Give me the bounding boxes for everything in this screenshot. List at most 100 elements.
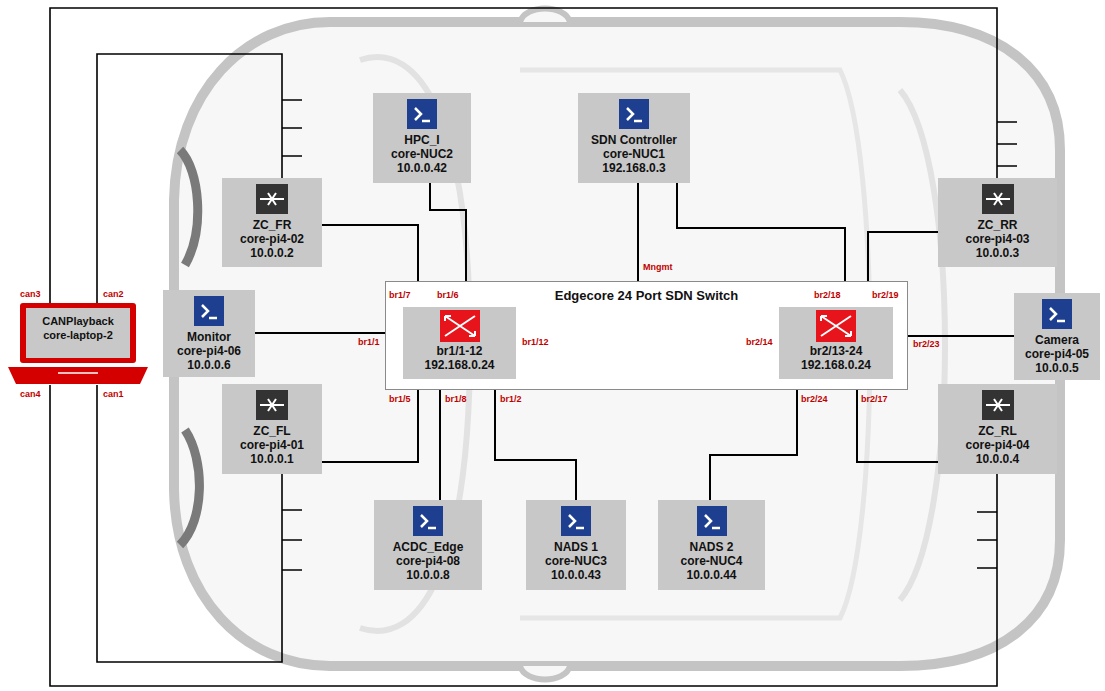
port-label: br1/8 bbox=[445, 394, 467, 405]
switch-icon bbox=[816, 310, 856, 342]
text-block: CANPlaybackcore-laptop-2 bbox=[26, 314, 130, 342]
node-name: HPC_I bbox=[404, 133, 439, 147]
node-name: CANPlayback bbox=[42, 314, 114, 328]
node-detail: core-pi4-04 bbox=[965, 438, 1029, 452]
text-block: ACDC_Edgecore-pi4-0810.0.0.8 bbox=[393, 500, 464, 582]
port-label: br2/24 bbox=[801, 394, 828, 405]
zone-controller: ZC_RRcore-pi4-0310.0.0.3 bbox=[938, 178, 1057, 267]
zone-controller: ZC_FRcore-pi4-0210.0.0.2 bbox=[222, 178, 322, 267]
node-detail: 10.0.0.44 bbox=[686, 568, 736, 582]
ethernet-link bbox=[322, 379, 418, 462]
can-port-label: can2 bbox=[103, 289, 124, 300]
node-detail: core-NUC2 bbox=[391, 147, 453, 161]
node-name: NADS 1 bbox=[554, 540, 598, 554]
zone-controller: ZC_RLcore-pi4-0410.0.0.4 bbox=[938, 384, 1057, 474]
controller-node: SDN Controllercore-NUC1192.168.0.3 bbox=[578, 93, 690, 183]
node-detail: core-pi4-01 bbox=[240, 438, 304, 452]
port-label: br1/7 bbox=[389, 290, 411, 301]
compute-node: NADS 1core-NUC310.0.0.43 bbox=[526, 500, 626, 590]
can-wire bbox=[50, 8, 997, 303]
text-block: br2/13-24192.168.0.24 bbox=[801, 307, 871, 372]
zone-switch-icon bbox=[256, 184, 288, 214]
terminal-icon bbox=[619, 99, 649, 129]
text-block: Cameracore-pi4-0510.0.0.5 bbox=[1025, 293, 1089, 375]
node-name: ZC_RR bbox=[977, 218, 1017, 232]
node-detail: 10.0.0.6 bbox=[187, 358, 230, 372]
ethernet-link bbox=[637, 183, 639, 281]
node-name: Monitor bbox=[187, 330, 231, 344]
port-label: br2/19 bbox=[872, 290, 899, 301]
node-detail: core-NUC3 bbox=[545, 554, 607, 568]
can-wire bbox=[50, 385, 997, 686]
ethernet-link bbox=[893, 335, 1014, 337]
text-block: ZC_RLcore-pi4-0410.0.0.4 bbox=[965, 384, 1029, 466]
node-name: ACDC_Edge bbox=[393, 540, 464, 554]
node-detail: 10.0.0.5 bbox=[1035, 361, 1078, 375]
node-detail: 10.0.0.4 bbox=[976, 452, 1019, 466]
node-name: Camera bbox=[1035, 333, 1079, 347]
ethernet-link bbox=[495, 379, 576, 500]
ethernet-link bbox=[857, 379, 938, 462]
node-detail: 10.0.0.42 bbox=[397, 161, 447, 175]
node-name: ZC_RL bbox=[978, 424, 1017, 438]
can-port-label: can3 bbox=[20, 289, 41, 300]
node-name: Edgecore 24 Port SDN Switch bbox=[555, 288, 739, 304]
terminal-icon bbox=[1042, 299, 1072, 329]
node-detail: 10.0.0.2 bbox=[250, 246, 293, 260]
text-block: br1/1-12192.168.0.24 bbox=[424, 307, 494, 372]
node-name: SDN Controller bbox=[591, 133, 677, 147]
monitor-node: Monitorcore-pi4-0610.0.0.6 bbox=[163, 290, 255, 377]
ethernet-link bbox=[710, 379, 797, 500]
node-detail: 192.168.0.24 bbox=[801, 358, 871, 372]
ethernet-link bbox=[322, 225, 418, 307]
node-detail: core-NUC1 bbox=[603, 147, 665, 161]
terminal-icon bbox=[413, 506, 443, 536]
zone-switch-icon bbox=[982, 184, 1014, 214]
zone-switch-icon bbox=[982, 390, 1014, 420]
laptop: CANPlaybackcore-laptop-2 bbox=[8, 303, 148, 385]
node-name: NADS 2 bbox=[689, 540, 733, 554]
node-detail: 10.0.0.8 bbox=[406, 568, 449, 582]
terminal-icon bbox=[697, 506, 727, 536]
text-block: HPC_Icore-NUC210.0.0.42 bbox=[391, 93, 453, 175]
port-label: br2/23 bbox=[913, 339, 940, 350]
node-detail: 10.0.0.1 bbox=[250, 452, 293, 466]
compute-node: HPC_Icore-NUC210.0.0.42 bbox=[373, 93, 471, 183]
ethernet-link bbox=[439, 379, 441, 500]
zone-switch-icon bbox=[256, 390, 288, 420]
node-detail: core-pi4-05 bbox=[1025, 347, 1089, 361]
port-label: br1/5 bbox=[389, 394, 411, 405]
node-detail: core-laptop-2 bbox=[43, 328, 113, 342]
mirror bbox=[520, 9, 570, 23]
terminal-icon bbox=[561, 506, 591, 536]
text-block: ZC_FLcore-pi4-0110.0.0.1 bbox=[240, 384, 304, 466]
camera-node: Cameracore-pi4-0510.0.0.5 bbox=[1014, 293, 1100, 380]
node-detail: core-NUC4 bbox=[680, 554, 742, 568]
port-label: br1/12 bbox=[522, 337, 549, 348]
can-port-label: can1 bbox=[103, 389, 124, 400]
compute-node: NADS 2core-NUC410.0.0.44 bbox=[658, 500, 765, 590]
switch-icon bbox=[440, 310, 480, 342]
node-name: br1/1-12 bbox=[436, 344, 482, 358]
node-detail: core-pi4-06 bbox=[177, 344, 241, 358]
text-block: Monitorcore-pi4-0610.0.0.6 bbox=[177, 290, 241, 372]
port-label: br2/18 bbox=[814, 290, 841, 301]
zone-controller: ZC_FLcore-pi4-0110.0.0.1 bbox=[222, 384, 322, 474]
node-name: ZC_FL bbox=[253, 424, 290, 438]
node-name: ZC_FR bbox=[253, 218, 292, 232]
text-block: ZC_FRcore-pi4-0210.0.0.2 bbox=[240, 178, 304, 260]
text-block: SDN Controllercore-NUC1192.168.0.3 bbox=[591, 93, 677, 175]
text-block: ZC_RRcore-pi4-0310.0.0.3 bbox=[965, 178, 1029, 260]
text-block: NADS 2core-NUC410.0.0.44 bbox=[680, 500, 742, 582]
can-port-label: can4 bbox=[20, 389, 41, 400]
port-label: br1/6 bbox=[437, 290, 459, 301]
port-label: Mngmt bbox=[643, 262, 673, 273]
port-label: br1/2 bbox=[500, 394, 522, 405]
mirror bbox=[520, 666, 570, 680]
wheel-arch bbox=[180, 430, 199, 545]
node-detail: 192.168.0.3 bbox=[602, 161, 665, 175]
switch-bridge: br2/13-24192.168.0.24 bbox=[779, 307, 893, 379]
node-detail: 10.0.0.43 bbox=[551, 568, 601, 582]
terminal-icon bbox=[407, 99, 437, 129]
